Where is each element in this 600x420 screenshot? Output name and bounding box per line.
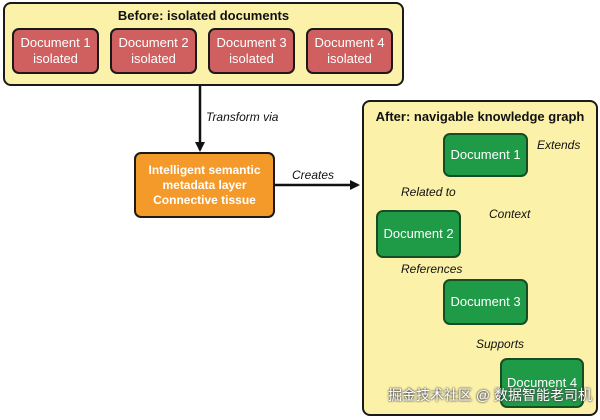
isolated-document-2: Document 2 isolated	[110, 28, 197, 74]
isolated-document-4-status: isolated	[327, 51, 372, 66]
isolated-document-1-status: isolated	[33, 51, 78, 66]
isolated-document-4: Document 4 isolated	[306, 28, 393, 74]
graph-node-document-4-label: Document 4	[506, 375, 578, 390]
edge-label-context: Context	[489, 207, 531, 221]
graph-node-document-2-label: Document 2	[383, 226, 454, 241]
edge-label-references: References	[401, 262, 463, 276]
watermark: 掘金技术社区 @ 数据智能老司机	[388, 387, 592, 403]
graph-node-document-3-label: Document 3	[450, 294, 521, 309]
semantic-layer-line-2: metadata layer	[162, 177, 247, 192]
transform-label: Transform via	[206, 110, 279, 124]
after-panel-title: After: navigable knowledge graph	[375, 109, 585, 124]
isolated-document-3-name: Document 3	[216, 35, 287, 50]
edge-label-extends: Extends	[537, 138, 581, 152]
graph-node-document-2: Document 2	[376, 210, 461, 258]
semantic-layer-line-1: Intelligent semantic	[148, 162, 261, 177]
edge-label-related-to: Related to	[401, 185, 456, 199]
isolated-document-4-name: Document 4	[314, 35, 385, 50]
semantic-layer-line-3: Connective tissue	[153, 192, 256, 207]
isolated-document-1: Document 1 isolated	[12, 28, 99, 74]
graph-node-document-3: Document 3	[443, 279, 528, 325]
isolated-document-2-name: Document 2	[118, 35, 189, 50]
graph-node-document-4: Document 4	[500, 358, 584, 408]
isolated-document-3: Document 3 isolated	[208, 28, 295, 74]
before-panel-title: Before: isolated documents	[117, 8, 290, 23]
isolated-document-2-status: isolated	[131, 51, 176, 66]
isolated-document-1-name: Document 1	[20, 35, 91, 50]
graph-node-document-1: Document 1	[443, 133, 528, 177]
creates-label: Creates	[292, 168, 335, 182]
edge-label-supports: Supports	[476, 337, 525, 351]
semantic-metadata-layer: Intelligent semantic metadata layer Conn…	[134, 152, 275, 218]
graph-node-document-1-label: Document 1	[450, 147, 521, 162]
isolated-document-3-status: isolated	[229, 51, 274, 66]
